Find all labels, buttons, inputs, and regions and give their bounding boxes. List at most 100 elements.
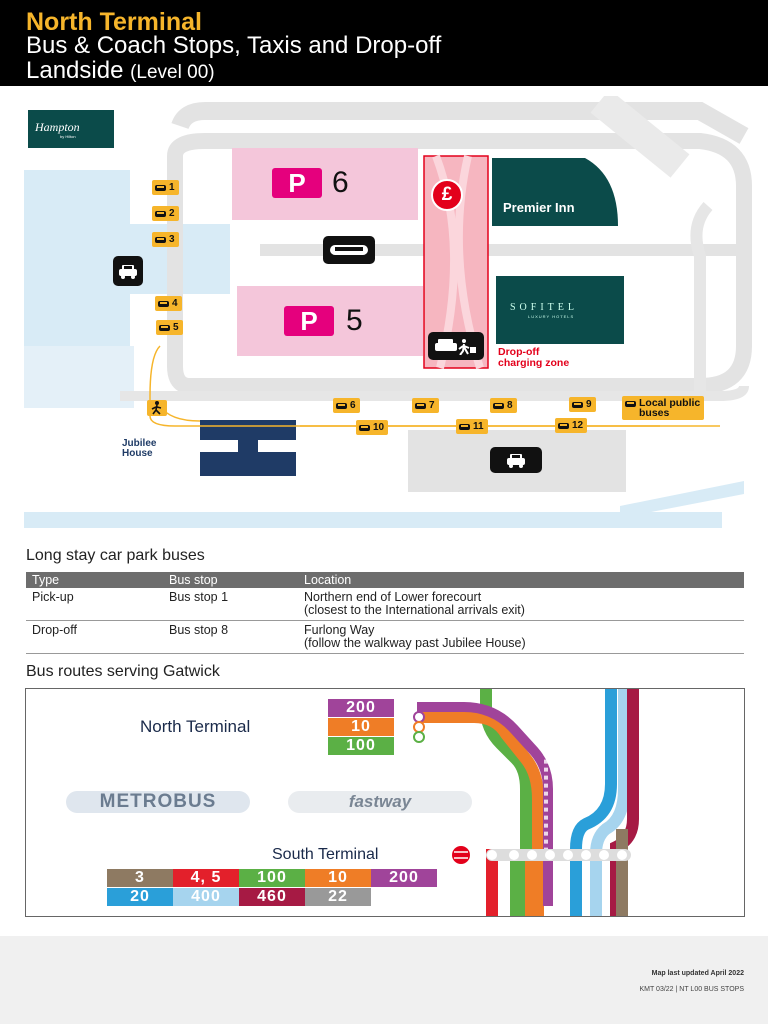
bus-icon bbox=[336, 402, 347, 409]
north-terminal-label: North Terminal bbox=[140, 717, 251, 736]
bus-stop-label: 5 bbox=[173, 322, 179, 333]
table-row: Drop-off Bus stop 8 Furlong Way(follow t… bbox=[26, 620, 744, 654]
carpark-buses-title: Long stay car park buses bbox=[26, 547, 205, 564]
route-100-north: 100 bbox=[328, 737, 394, 755]
location-line1: Northern end of Lower forecourt bbox=[304, 590, 482, 604]
page-title: North Terminal bbox=[26, 8, 202, 36]
p5-letter: P bbox=[284, 306, 334, 336]
subtitle-line1: Bus & Coach Stops, Taxis and Drop-off bbox=[26, 32, 442, 59]
bus-stop-label: 8 bbox=[507, 400, 513, 411]
location-line1: Furlong Way bbox=[304, 623, 375, 637]
table-row: Pick-up Bus stop 1 Northern end of Lower… bbox=[26, 588, 744, 621]
p6-letter: P bbox=[272, 168, 322, 198]
route-100-south: 100 bbox=[239, 869, 305, 887]
subtitle-line2-wrap: Landside (Level 00) bbox=[26, 58, 746, 85]
bus-stop-2: 2 bbox=[152, 206, 179, 221]
col-type: Type bbox=[26, 572, 163, 588]
cell-stop: Bus stop 8 bbox=[163, 620, 298, 654]
metrobus-logo: METROBUS bbox=[66, 791, 250, 813]
subtitle-line2: Landside bbox=[26, 57, 124, 84]
walk-icon bbox=[147, 400, 167, 416]
carpark-buses-table: Type Bus stop Location Pick-up Bus stop … bbox=[26, 572, 744, 654]
taxi-icon bbox=[113, 256, 143, 286]
cell-location: Furlong Way(follow the walkway past Jubi… bbox=[298, 620, 744, 654]
bus-stop-7: 7 bbox=[412, 398, 439, 413]
col-bus-stop: Bus stop bbox=[163, 572, 298, 588]
bus-stop-12: 12 bbox=[555, 418, 588, 433]
bus-stop-4: 4 bbox=[155, 296, 182, 311]
route-10-north: 10 bbox=[328, 718, 394, 736]
page-subtitle: Bus & Coach Stops, Taxis and Drop-off La… bbox=[26, 33, 746, 85]
bus-stop-6: 6 bbox=[333, 398, 360, 413]
bus-icon bbox=[572, 401, 583, 408]
bus-stop-1: 1 bbox=[152, 180, 179, 195]
location-line2: (follow the walkway past Jubilee House) bbox=[304, 636, 526, 650]
south-terminal-label: South Terminal bbox=[272, 846, 379, 863]
route-3: 3 bbox=[107, 869, 173, 887]
location-line2: (closest to the International arrivals e… bbox=[304, 603, 525, 617]
table-header: Type Bus stop Location bbox=[26, 572, 744, 588]
route-200-north: 200 bbox=[328, 699, 394, 717]
shuttle-icon bbox=[323, 236, 375, 264]
bus-stop-10: 10 bbox=[356, 420, 389, 435]
dropoff-line2: charging zone bbox=[498, 357, 570, 369]
bus-icon bbox=[155, 236, 166, 243]
bus-icon bbox=[459, 423, 470, 430]
bus-stop-label: 9 bbox=[586, 399, 592, 410]
bus-icon bbox=[159, 324, 170, 331]
bus-stop-9: 9 bbox=[569, 397, 596, 412]
bus-stop-label: 10 bbox=[373, 422, 385, 433]
bus-routes-title: Bus routes serving Gatwick bbox=[26, 663, 220, 680]
bus-icon bbox=[415, 402, 426, 409]
bus-stop-5: 5 bbox=[156, 320, 183, 335]
sofitel-label: SOFITEL bbox=[510, 302, 578, 313]
document-code: KMT 03/22 | NT L00 BUS STOPS bbox=[639, 986, 744, 993]
col-location: Location bbox=[298, 572, 744, 588]
route-20: 20 bbox=[107, 888, 173, 906]
route-460: 460 bbox=[239, 888, 305, 906]
terminal-map: Hampton by Hilton Premier Inn SOFITEL LU… bbox=[0, 96, 768, 536]
route-10-south: 10 bbox=[305, 869, 371, 887]
updated-note: Map last updated April 2022 bbox=[651, 970, 744, 977]
bus-routes-diagram: North Terminal 200 10 100 METROBUS fastw… bbox=[25, 688, 745, 917]
hampton-sub: by Hilton bbox=[60, 134, 76, 139]
local-line2: buses bbox=[639, 407, 670, 419]
taxi-icon-lower bbox=[490, 447, 542, 473]
route-22: 22 bbox=[305, 888, 371, 906]
local-line1: Local public bbox=[639, 397, 701, 409]
bus-icon bbox=[158, 300, 169, 307]
p5-number: 5 bbox=[346, 304, 363, 337]
sofitel-sub: LUXURY HOTELS bbox=[528, 314, 575, 319]
cell-location: Northern end of Lower forecourt(closest … bbox=[298, 588, 744, 621]
bus-stop-label: 12 bbox=[572, 420, 584, 431]
map-background bbox=[24, 96, 752, 528]
car-icon bbox=[428, 332, 484, 360]
fastway-logo: fastway bbox=[288, 791, 472, 813]
page-footer: Map last updated April 2022 KMT 03/22 | … bbox=[0, 936, 768, 1024]
hampton-logo: Hampton bbox=[35, 120, 80, 134]
bus-icon bbox=[359, 424, 370, 431]
bus-icon bbox=[155, 210, 166, 217]
bus-stop-label: 1 bbox=[169, 182, 175, 193]
bus-stop-label: 11 bbox=[473, 421, 484, 432]
bus-stop-label: 3 bbox=[169, 234, 175, 245]
jubilee-line1: Jubilee bbox=[122, 438, 157, 449]
page-header: North Terminal Bus & Coach Stops, Taxis … bbox=[0, 0, 768, 86]
bus-stop-3: 3 bbox=[152, 232, 179, 247]
cell-type: Pick-up bbox=[26, 588, 163, 621]
bus-stop-8: 8 bbox=[490, 398, 517, 413]
dropoff-line1: Drop-off bbox=[498, 346, 540, 358]
bus-icon bbox=[493, 402, 504, 409]
jubilee-line2: House bbox=[122, 448, 153, 459]
route-4-5: 4, 5 bbox=[173, 869, 239, 887]
bus-stop-11: 11 bbox=[456, 419, 488, 434]
route-200-south: 200 bbox=[371, 869, 437, 887]
bus-stop-label: 6 bbox=[350, 400, 356, 411]
cell-type: Drop-off bbox=[26, 620, 163, 654]
bus-stop-label: 2 bbox=[169, 208, 175, 219]
bus-icon bbox=[558, 422, 569, 429]
